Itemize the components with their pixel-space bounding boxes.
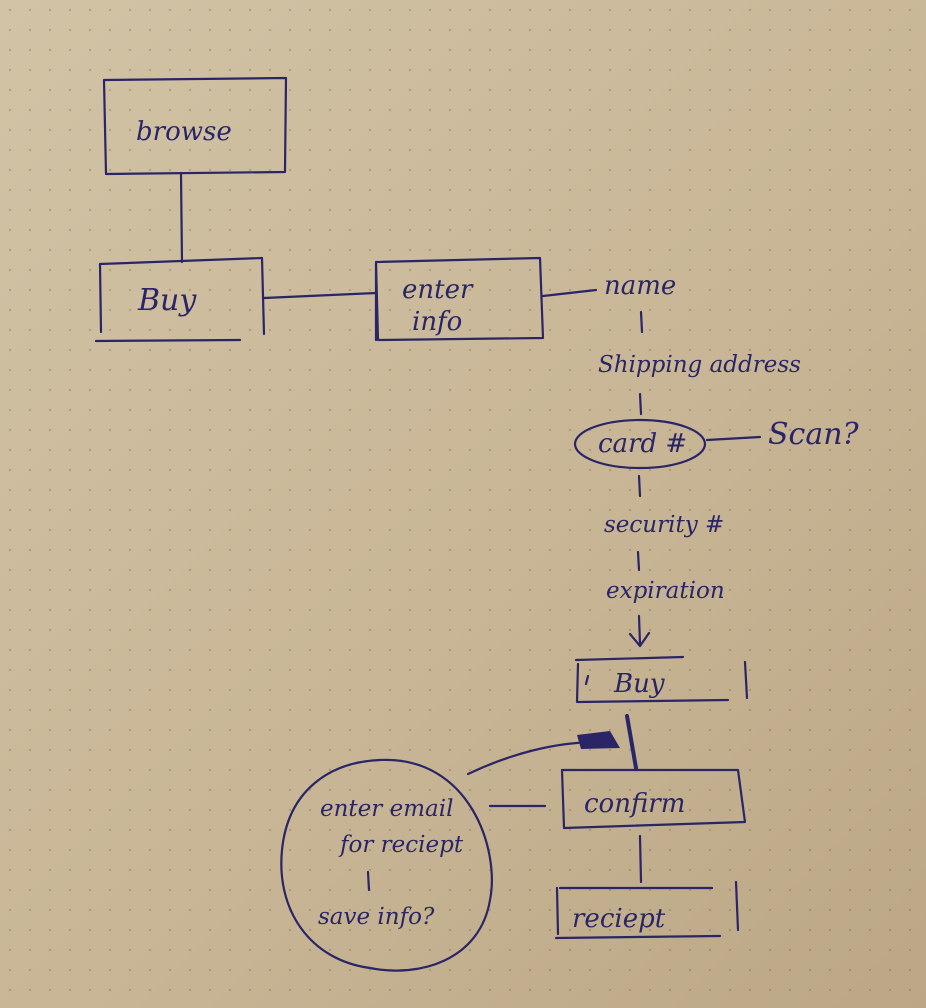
security-number-label: security # (604, 512, 724, 538)
card-number-label: card # (598, 429, 687, 459)
connector (637, 474, 642, 498)
enter-info-label-line2: info (412, 307, 462, 337)
shipping-address-label: Shipping address (598, 352, 801, 378)
card-to-scan-line (705, 435, 762, 442)
connector (638, 392, 643, 416)
enter-info-label-line1: enter (402, 275, 474, 305)
buy-confirm-label: Buy (613, 669, 665, 699)
arrowhead (577, 731, 620, 749)
email-receipt-node: enter email for reciept save info? (280, 758, 493, 972)
connector (639, 310, 644, 334)
buy-label: Buy (137, 283, 197, 318)
email-label-line1: enter email (320, 796, 453, 822)
receipt-node: reciept (554, 880, 740, 940)
confirm-node: confirm (560, 768, 747, 830)
buy-to-enter-info-line (262, 291, 378, 300)
browse-label: browse (136, 117, 232, 147)
enter-info-node: enter info (374, 256, 545, 342)
buy-to-confirm-line (625, 714, 638, 770)
name-label: name (604, 271, 676, 301)
confirm-label: confirm (584, 789, 685, 819)
connector (366, 870, 371, 892)
email-label-line2: for reciept (338, 832, 464, 858)
buy-confirm-node: Buy (574, 655, 749, 704)
browse-node: browse (102, 76, 288, 176)
connector (636, 550, 641, 572)
browse-to-buy-line (179, 172, 184, 264)
card-number-node: card # (573, 418, 707, 470)
buy-node: Buy (94, 256, 266, 343)
save-info-label: save info? (318, 904, 435, 930)
down-arrow (628, 614, 651, 648)
receipt-label: reciept (572, 904, 666, 934)
expiration-label: expiration (606, 578, 725, 604)
confirm-to-receipt-line (638, 834, 643, 884)
scan-label: Scan? (768, 417, 860, 452)
enter-info-to-name-line (541, 288, 598, 298)
